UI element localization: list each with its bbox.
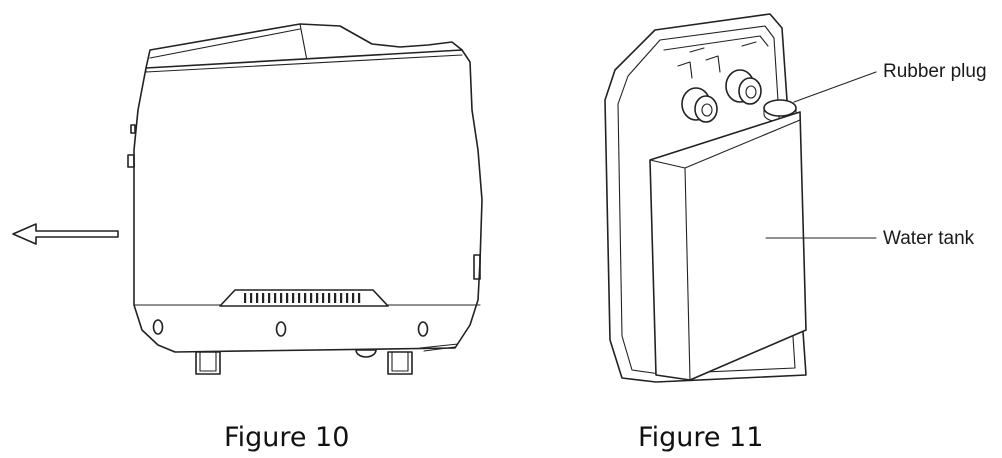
pull-direction-arrow	[12, 223, 119, 245]
water-tank	[649, 111, 807, 381]
figure-11-caption: Figure 11	[638, 422, 763, 453]
figure-11-device-drawing	[604, 13, 877, 383]
vent-slots	[244, 293, 361, 303]
rubber-plug-label: Rubber plug	[883, 61, 987, 82]
water-tank-label: Water tank	[883, 228, 975, 249]
port-connectors	[681, 69, 762, 123]
rubber-plug-leader	[793, 71, 877, 103]
figure-10-caption: Figure 10	[224, 422, 349, 453]
figure-10-device-drawing	[12, 23, 483, 375]
